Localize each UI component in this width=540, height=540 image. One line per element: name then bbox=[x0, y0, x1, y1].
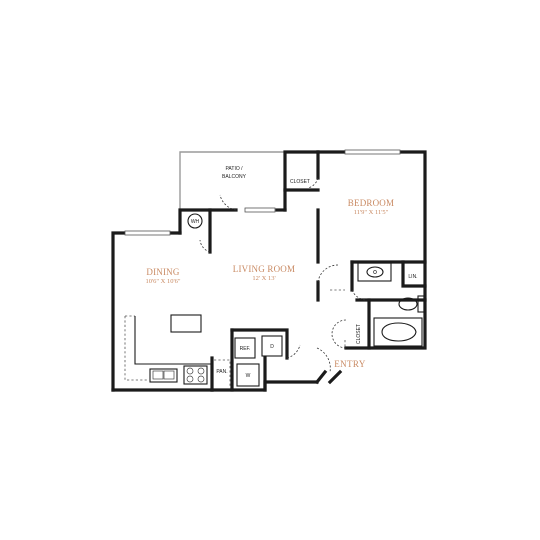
dining-dims: 10'6" X 10'6" bbox=[145, 278, 180, 285]
windows bbox=[124, 149, 401, 236]
dryer-label: D bbox=[270, 344, 274, 350]
patio-label-line1: PATIO / bbox=[225, 166, 243, 172]
sink-icon bbox=[149, 368, 178, 383]
water-heater-label: WH bbox=[191, 219, 200, 225]
dining-label: DINING bbox=[146, 267, 179, 277]
dryer-icon bbox=[261, 335, 283, 357]
appliances bbox=[187, 213, 283, 388]
entry-label: ENTRY bbox=[334, 359, 366, 369]
kitchen bbox=[124, 314, 212, 385]
walls bbox=[111, 150, 427, 392]
bathroom bbox=[330, 262, 425, 348]
pantry-label: PAN. bbox=[216, 369, 227, 375]
linen-label: LIN. bbox=[408, 274, 417, 280]
living-room-dims: 12' X 13' bbox=[252, 275, 275, 282]
kitchen-island bbox=[170, 314, 202, 333]
lavatory-icon bbox=[366, 266, 384, 278]
bedroom-label: BEDROOM bbox=[348, 198, 394, 208]
washer-label: W bbox=[246, 373, 251, 379]
living-room-label: LIVING ROOM bbox=[233, 264, 295, 274]
patio-label-line2: BALCONY bbox=[222, 174, 247, 180]
door-swings bbox=[199, 177, 368, 373]
washer-icon bbox=[236, 363, 260, 387]
toilet-tank-icon bbox=[417, 295, 425, 313]
labels: PATIO / BALCONY CLOSET BEDROOM 11'9" X 1… bbox=[145, 166, 417, 379]
closet-bath-label: CLOSET bbox=[356, 324, 362, 344]
bedroom-dims: 11'9" X 11'5" bbox=[354, 209, 389, 216]
refrigerator-label: REF. bbox=[240, 346, 251, 352]
refrigerator-icon bbox=[234, 337, 256, 359]
closet-top-label: CLOSET bbox=[290, 179, 310, 185]
water-heater-icon bbox=[187, 213, 203, 229]
range-icon bbox=[183, 365, 208, 385]
toilet-icon bbox=[398, 297, 418, 311]
bathtub-icon bbox=[373, 317, 423, 347]
